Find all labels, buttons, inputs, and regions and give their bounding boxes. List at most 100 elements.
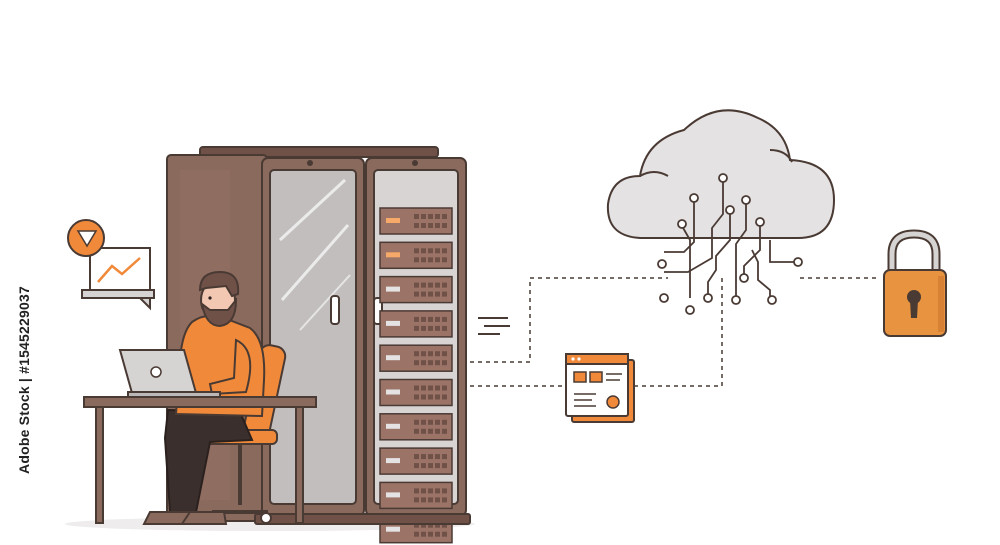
rack-vent xyxy=(428,316,433,322)
rack-vent xyxy=(442,360,447,366)
rack-indicator xyxy=(386,492,400,498)
rack-vent xyxy=(442,419,447,425)
rack-vent xyxy=(428,291,433,297)
rack-vent xyxy=(428,488,433,494)
connection-lines xyxy=(470,277,880,387)
rack-vent xyxy=(428,497,433,503)
rack-vent xyxy=(414,223,419,228)
rack-vent xyxy=(414,325,419,331)
rack-vent xyxy=(414,419,419,425)
rack-vent xyxy=(442,488,447,494)
rack-vent xyxy=(428,419,433,425)
rack-vent xyxy=(428,257,433,263)
rack-vent xyxy=(442,257,447,263)
rack-vent xyxy=(421,360,426,366)
rack-vent xyxy=(421,351,426,357)
play-icon xyxy=(76,230,98,248)
rack-vent xyxy=(442,214,447,219)
rack-vent xyxy=(442,428,447,434)
rack-vent xyxy=(428,214,433,219)
rack-vent xyxy=(414,360,419,366)
rack-vent xyxy=(421,316,426,322)
rack-vent xyxy=(428,463,433,469)
rack-unit xyxy=(379,344,453,372)
door-handle xyxy=(330,295,340,325)
rack-vent xyxy=(414,428,419,434)
rack-vent xyxy=(442,385,447,391)
rack-vent xyxy=(414,248,419,254)
rack-vent xyxy=(428,248,433,254)
rack-vent xyxy=(442,223,447,228)
rack-vent xyxy=(442,316,447,322)
rack-vent xyxy=(414,291,419,297)
rack-vent xyxy=(421,522,426,528)
trend-line xyxy=(97,257,141,283)
rack-vent xyxy=(414,454,419,460)
circuit-nodes xyxy=(657,173,803,315)
rack-vent xyxy=(442,282,447,288)
rack-vent xyxy=(435,291,440,297)
rack-units xyxy=(379,207,453,544)
rack-vent xyxy=(442,497,447,503)
rack-indicator xyxy=(386,423,400,429)
rack-vent xyxy=(414,394,419,400)
rack-indicator xyxy=(386,389,400,395)
rack-vent xyxy=(428,282,433,288)
rack-vent xyxy=(414,214,419,219)
stock-id-text: Adobe Stock | #1545229037 xyxy=(16,286,33,474)
rack-indicator xyxy=(386,355,400,361)
padlock-icon xyxy=(883,229,947,337)
rack-vent xyxy=(421,531,426,537)
rack-vent xyxy=(414,257,419,263)
rack-vent xyxy=(414,282,419,288)
rack-vent xyxy=(435,282,440,288)
rack-vent xyxy=(414,463,419,469)
rack-vent xyxy=(414,351,419,357)
rack-vent xyxy=(435,497,440,503)
rack-vent xyxy=(435,522,440,528)
rack-vent xyxy=(428,351,433,357)
rack-vent xyxy=(442,394,447,400)
play-badge xyxy=(67,219,105,257)
rack-indicator xyxy=(386,320,400,326)
hair xyxy=(198,270,240,298)
rack-vent xyxy=(442,351,447,357)
analytics-card xyxy=(81,247,155,311)
rack-vent xyxy=(435,394,440,400)
rack-vent xyxy=(421,325,426,331)
rack-vent xyxy=(421,385,426,391)
rack-vent xyxy=(435,385,440,391)
rack-vent xyxy=(421,428,426,434)
rack-vent xyxy=(435,428,440,434)
laptop xyxy=(118,349,221,398)
rack-vent xyxy=(442,522,447,528)
stock-id-label: Adobe Stock | #1545229037 xyxy=(4,286,44,474)
rack-indicator xyxy=(386,218,400,223)
rack-vent xyxy=(435,316,440,322)
rack-vent xyxy=(435,214,440,219)
rack-vent xyxy=(414,531,419,537)
rack-indicator xyxy=(386,286,400,292)
rack-vent xyxy=(428,522,433,528)
rack-vent xyxy=(421,394,426,400)
rack-vent xyxy=(435,248,440,254)
rack-vent xyxy=(414,497,419,503)
rack-vent xyxy=(442,463,447,469)
rack-vent xyxy=(435,463,440,469)
rack-vent xyxy=(435,223,440,228)
rack-vent xyxy=(428,531,433,537)
rack-vent xyxy=(428,223,433,228)
browser-window-icon xyxy=(565,353,635,423)
rack-vent xyxy=(421,282,426,288)
rack-vent xyxy=(442,325,447,331)
rack-indicator xyxy=(386,458,400,464)
rack-vent xyxy=(414,488,419,494)
rack-vent xyxy=(442,291,447,297)
rack-vent xyxy=(414,316,419,322)
rack-vent xyxy=(428,360,433,366)
rack-vent xyxy=(442,531,447,537)
circuit-lines xyxy=(664,180,796,300)
laptop-logo-icon xyxy=(150,366,162,378)
rack-vent xyxy=(421,419,426,425)
